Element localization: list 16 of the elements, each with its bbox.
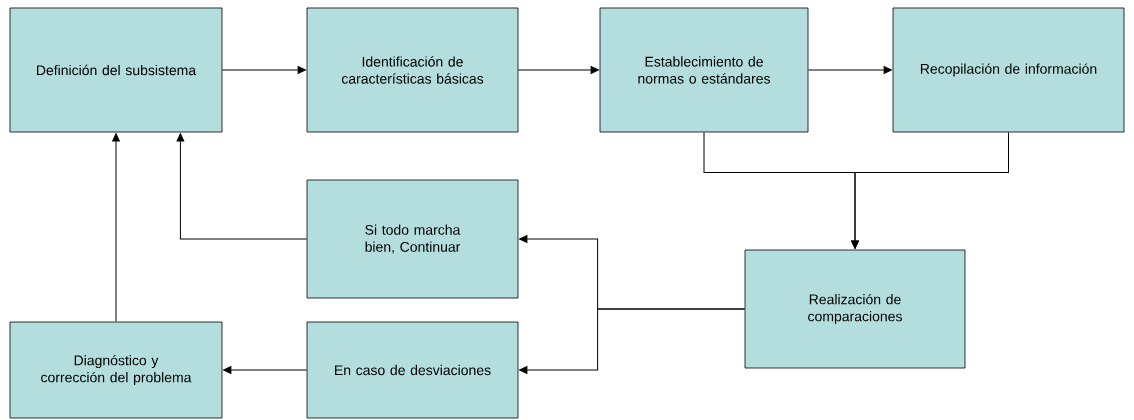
arrow (807, 66, 892, 74)
arrow (221, 66, 306, 74)
process-box: Establecimiento de normas o estándares (599, 7, 809, 133)
arrow (519, 308, 746, 374)
process-box: Identificación de características básicas (306, 7, 519, 133)
process-box: En caso de desviaciones (306, 321, 519, 419)
arrow (223, 366, 308, 374)
arrow (517, 66, 599, 74)
process-box: Definición del subsistema (9, 7, 223, 133)
arrow (176, 133, 308, 240)
arrow (112, 133, 120, 323)
process-box: Si todo marcha bien, Continuar (306, 179, 519, 299)
process-box: Diagnóstico y corrección del problema (9, 321, 223, 419)
arrow (851, 131, 1009, 249)
process-box: Recopilación de información (892, 7, 1125, 133)
process-box: Realización de comparaciones (744, 249, 966, 369)
